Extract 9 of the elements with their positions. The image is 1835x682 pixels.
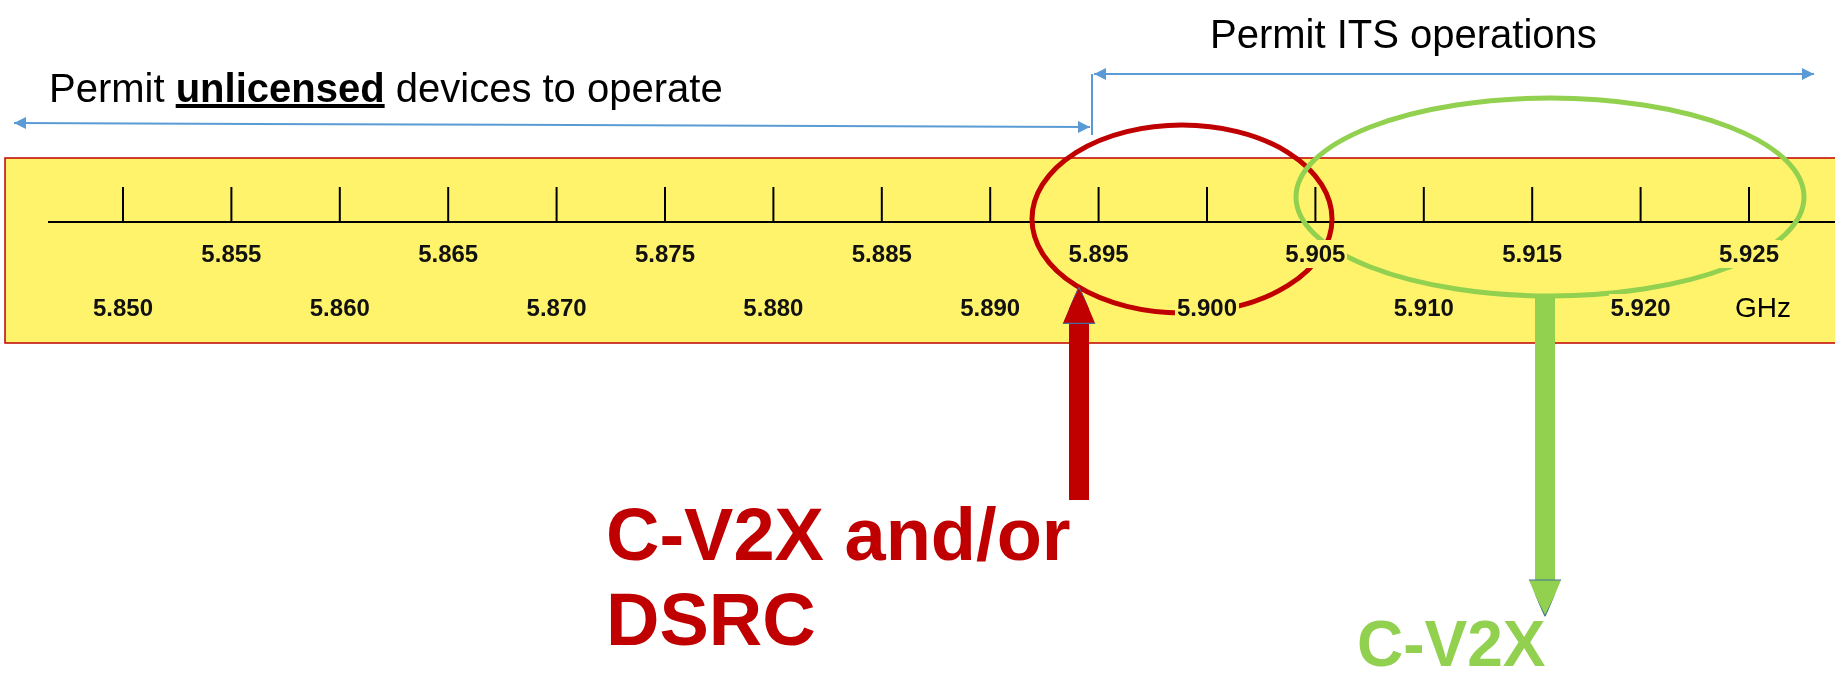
range-label: Permit unlicensed devices to operate	[49, 66, 723, 111]
callout-text: C-V2X and/or DSRC	[606, 492, 1166, 663]
frequency-label: 5.925	[1716, 240, 1782, 268]
arrow	[1526, 296, 1564, 617]
frequency-label: 5.905	[1283, 240, 1348, 268]
unit-label: GHz	[1735, 292, 1791, 324]
callout-text: C-V2X	[1357, 608, 1597, 682]
arrow	[1060, 286, 1098, 500]
range-label: Permit ITS operations	[1210, 12, 1597, 57]
